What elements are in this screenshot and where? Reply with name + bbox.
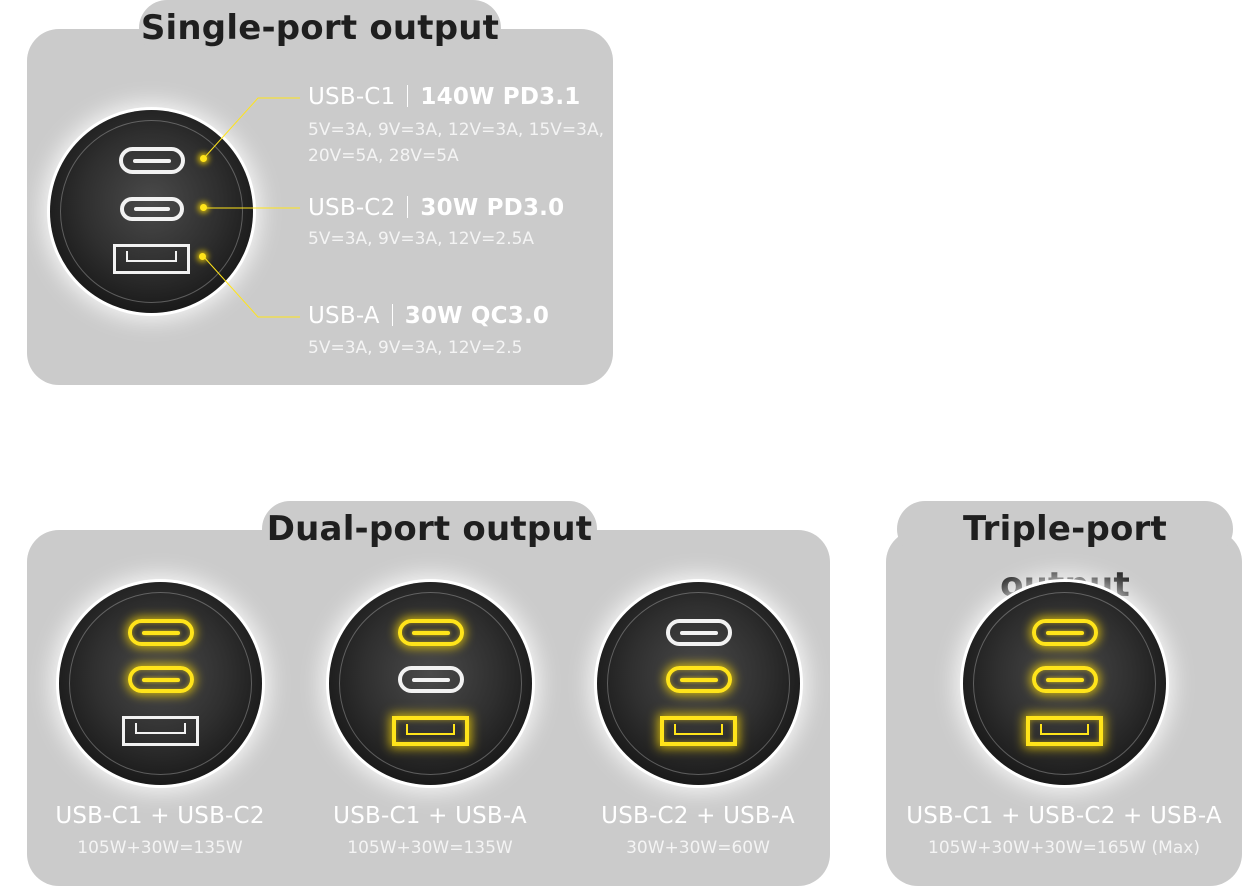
dual-port-title: Dual-port output bbox=[262, 501, 597, 557]
usb-a-port-icon bbox=[391, 716, 469, 746]
usb-c1-port-icon bbox=[397, 619, 464, 646]
usb-a-port-icon bbox=[659, 716, 737, 746]
title-separator bbox=[391, 304, 393, 326]
triple-port-title: Triple-port output bbox=[897, 501, 1233, 605]
usb-c1-port-icon bbox=[665, 619, 732, 646]
usb-c2-port-icon bbox=[397, 666, 464, 693]
charger-face-dual-1 bbox=[58, 582, 262, 785]
usb-c2-indicator-dot bbox=[200, 204, 207, 211]
usb-a-port-icon bbox=[121, 716, 199, 746]
usb-c2-port-icon bbox=[120, 197, 184, 221]
leader-lines bbox=[202, 97, 300, 318]
usb-c2-port-icon bbox=[1031, 666, 1098, 693]
combo-power: 30W+30W=60W bbox=[626, 838, 770, 858]
usb-c1-detail: 5V=3A, 9V=3A, 12V=3A, 15V=3A, 20V=5A, 28… bbox=[308, 120, 604, 166]
charger-face-triple-1 bbox=[962, 582, 1166, 785]
usb-a-port-icon bbox=[1025, 716, 1103, 746]
usb-c1-port-icon bbox=[127, 619, 194, 646]
usb-c1-port-icon bbox=[1031, 619, 1098, 646]
usb-c2-port-icon bbox=[665, 666, 732, 693]
leader-line-usb-c1 bbox=[203, 97, 300, 159]
usb-c2-detail: 5V=3A, 9V=3A, 12V=2.5A bbox=[308, 229, 535, 249]
charger-face-dual-2 bbox=[328, 582, 532, 785]
combo-label: USB-C1 + USB-C2 + USB-A bbox=[906, 803, 1222, 829]
combo-power: 105W+30W+30W=165W (Max) bbox=[928, 838, 1200, 858]
usb-a-indicator-dot bbox=[199, 253, 206, 260]
title-separator bbox=[407, 196, 409, 218]
single-port-title: Single-port output bbox=[139, 0, 501, 56]
charger-face-dual-3 bbox=[596, 582, 800, 785]
charger-face-single bbox=[50, 110, 253, 313]
title-separator bbox=[407, 85, 409, 107]
combo-label: USB-C1 + USB-C2 bbox=[55, 803, 265, 829]
usb-c2-port-icon bbox=[127, 666, 194, 693]
usb-a-detail: 5V=3A, 9V=3A, 12V=2.5 bbox=[308, 338, 523, 358]
usb-c1-port-icon bbox=[119, 147, 185, 174]
usb-c1-indicator-dot bbox=[200, 155, 207, 162]
combo-power: 105W+30W=135W bbox=[347, 838, 513, 858]
usb-a-port-icon bbox=[113, 244, 190, 274]
combo-label: USB-C2 + USB-A bbox=[601, 803, 795, 829]
combo-power: 105W+30W=135W bbox=[77, 838, 243, 858]
combo-label: USB-C1 + USB-A bbox=[333, 803, 527, 829]
leader-line-usb-a bbox=[202, 255, 300, 318]
